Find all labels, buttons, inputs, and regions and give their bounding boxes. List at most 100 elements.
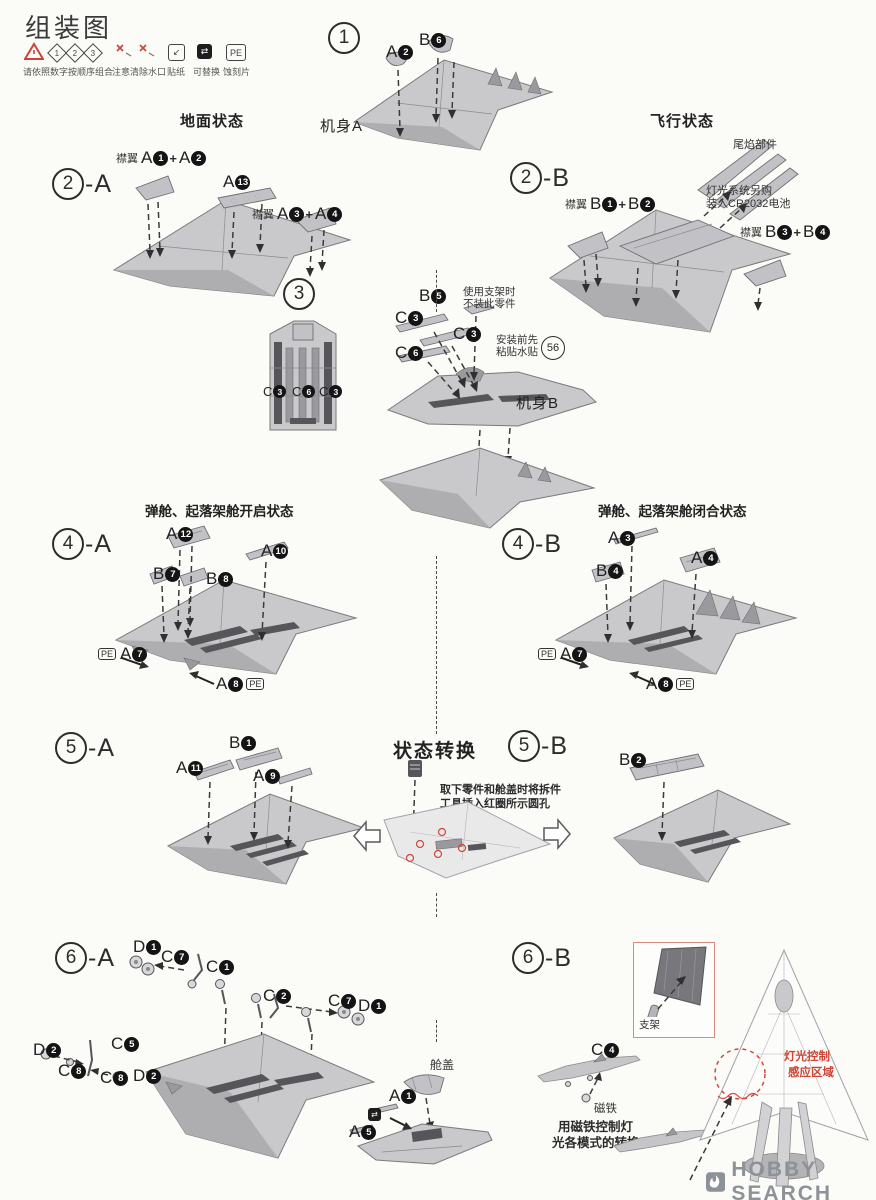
step4a-aircraft-drawing — [114, 525, 358, 685]
fuselage-a-label: 机身A — [320, 118, 364, 135]
watermark-brand: HOBBY SEARCH — [731, 1158, 833, 1200]
step6b-top-view-drawing — [689, 948, 869, 1187]
divider-dash-4 — [436, 1020, 437, 1042]
canopy-label: 舱盖 — [430, 1058, 455, 1072]
page-title: 组装图 — [25, 13, 113, 43]
decal-icon: ↙ — [168, 44, 185, 61]
warning-icon — [24, 42, 44, 60]
replace-icon: ⇄ — [197, 44, 212, 59]
light-system-note-2: 装入CR2032电池 — [706, 198, 791, 210]
convert-title: 状态转换 — [393, 741, 478, 762]
convert-note-1: 取下零件和舱盖时将拆件 — [440, 784, 561, 796]
tail-flame-note: 尾焰部件 — [733, 139, 777, 151]
light-area-note-2: 感应区域 — [788, 1067, 834, 1079]
magnet-label: 磁铁 — [594, 1103, 617, 1115]
light-area-note-1: 灯光控制 — [784, 1051, 830, 1063]
replace-icon-small: ⇄ — [368, 1108, 381, 1121]
decal-number-badge: 56 — [541, 336, 565, 360]
divider-dash-3 — [436, 893, 437, 917]
decal-note-1: 安装前先 — [496, 334, 538, 346]
legend-order-text: 请依照数字按顺序组合 — [23, 67, 114, 77]
step-3-marker: 3 — [283, 278, 315, 310]
legend-replace-text: 可替换 — [193, 67, 221, 77]
fuselage-b-label: 机身B — [516, 395, 560, 412]
order-number-3-icon: 3 — [83, 43, 103, 63]
pe-icon: PE — [226, 44, 246, 61]
divider-dash-1 — [436, 270, 437, 312]
order-number-1-icon: 1 — [47, 43, 67, 63]
step-4b-title: 弹舱、起落架舱闭合状态 — [598, 504, 747, 519]
stand-label: 支架 — [637, 1017, 662, 1032]
decal-note-2: 粘贴水贴 — [496, 346, 538, 358]
step3-cockpit-inset-drawing — [269, 320, 337, 431]
stand-note-1: 使用支架时 — [463, 286, 516, 298]
step6a-landing-gear-drawing — [40, 953, 376, 1159]
step3-fuselage-b-drawing — [379, 301, 597, 529]
step-4a-title: 弹舱、起落架舱开启状态 — [145, 504, 294, 519]
flight-state-header: 飞行状态 — [650, 113, 715, 130]
step-4b-marker: 4 -B — [502, 528, 562, 560]
step-4a-marker: 4 -A — [52, 528, 112, 560]
step-6a-marker: 6 -A — [55, 942, 115, 974]
step-1-marker: 1 — [328, 22, 360, 54]
magnet-note-1: 用磁铁控制灯 — [558, 1120, 634, 1134]
light-system-note-1: 灯光系统另购 — [706, 185, 772, 197]
sprue-cut-icon — [116, 44, 155, 57]
step1-fuselage-a-drawing — [352, 35, 554, 151]
stand-inset-drawing — [644, 946, 707, 1030]
step2b-aircraft-drawing — [549, 139, 799, 333]
step-2a-marker: 2 -A — [52, 168, 112, 200]
step4b-aircraft-drawing — [554, 527, 798, 685]
aircraft-side-view-1 — [537, 1053, 641, 1103]
order-number-2-icon: 2 — [65, 43, 85, 63]
step-6b-marker: 6 -B — [512, 942, 572, 974]
legend-pe-text: 蚀刻片 — [223, 67, 251, 77]
step-5a-marker: 5 -A — [55, 732, 115, 764]
step-5b-marker: 5 -B — [508, 730, 568, 762]
legend-sprue-text: 注意清除水口 — [112, 67, 167, 77]
divider-dash-2 — [436, 556, 437, 734]
legend-decal-text: 贴纸 — [167, 67, 186, 77]
ground-state-header: 地面状态 — [180, 113, 245, 130]
watermark: HOBBY SEARCH — [706, 1158, 876, 1200]
step-2b-marker: 2 -B — [510, 162, 570, 194]
step5b-aircraft-drawing — [613, 753, 792, 883]
step5a-aircraft-drawing — [166, 747, 366, 885]
